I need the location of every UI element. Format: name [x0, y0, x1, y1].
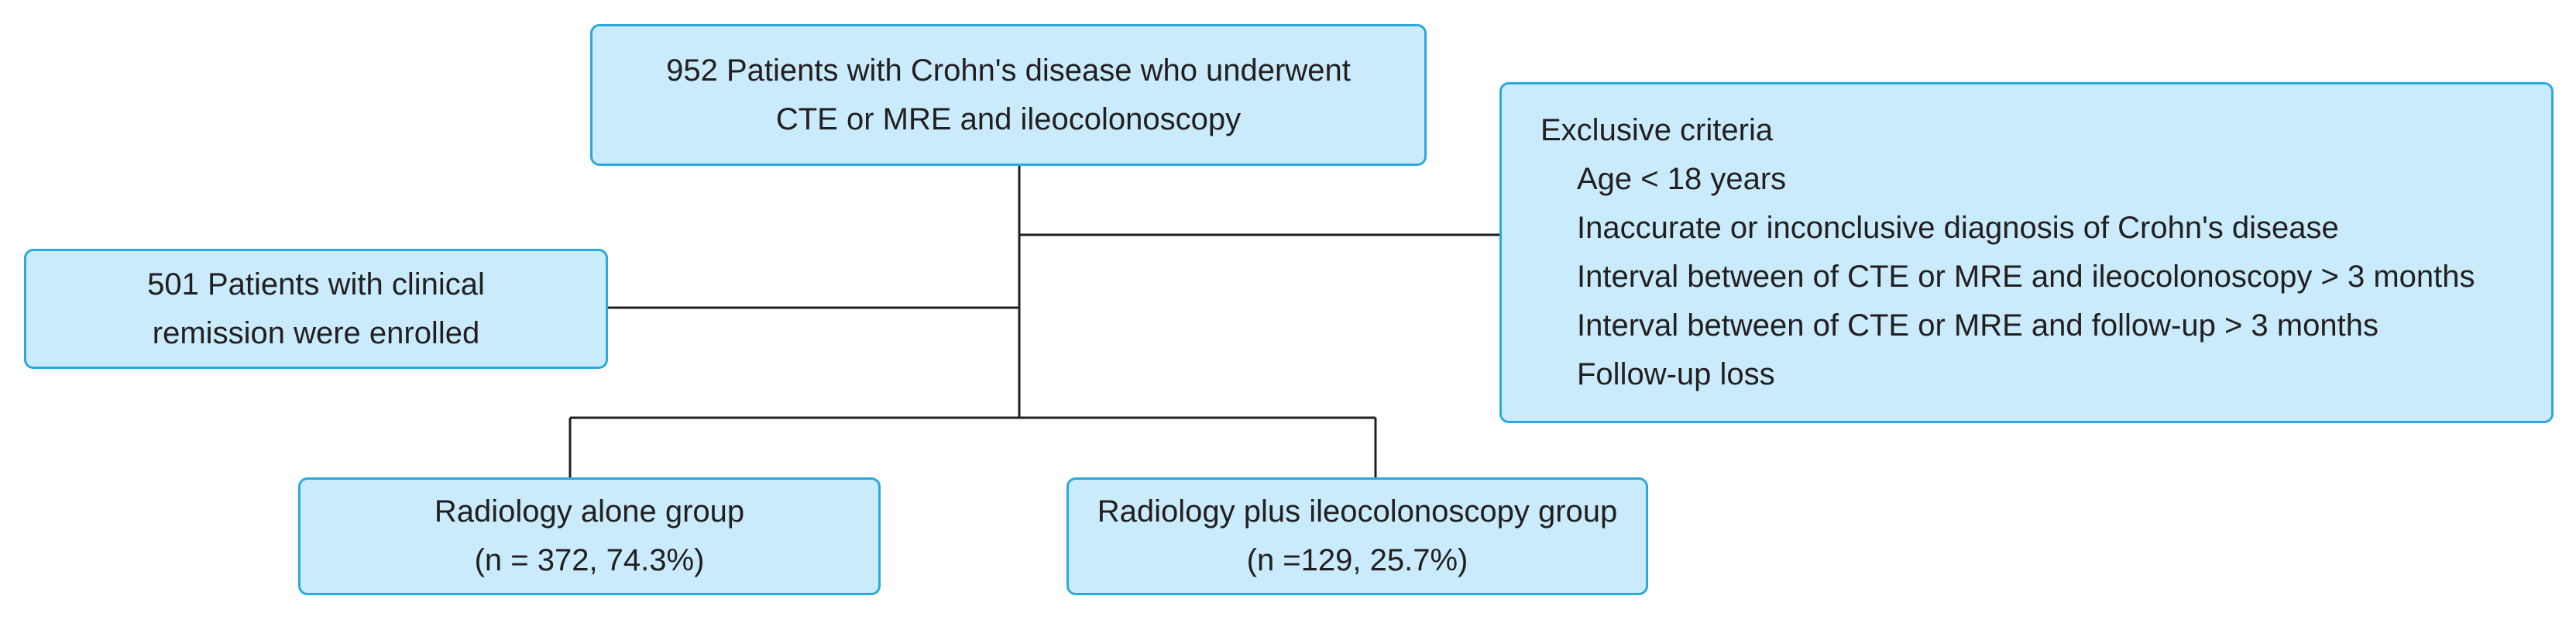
radiology-plus-count: (n =129, 25.7%) — [1246, 543, 1468, 577]
enrolled-line-2: remission were enrolled — [152, 315, 480, 350]
radiology-plus-label: Radiology plus ileocolonoscopy group — [1097, 494, 1618, 529]
exclusion-item-interval-ileocolonoscopy: Interval between of CTE or MRE and ileoc… — [1577, 260, 2475, 294]
exclusion-list: Age < 18 years Inaccurate or inconclusiv… — [1540, 155, 2551, 399]
radiology-plus-ileocolonoscopy-group-box: Radiology plus ileocolonoscopy group (n … — [1066, 477, 1648, 595]
exclusion-criteria-box: Exclusive criteria Age < 18 years Inaccu… — [1499, 82, 2554, 423]
start-line-2: CTE or MRE and ileocolonoscopy — [775, 102, 1242, 136]
radiology-alone-label: Radiology alone group — [434, 494, 745, 529]
radiology-alone-count: (n = 372, 74.3%) — [474, 543, 705, 577]
radiology-alone-group-box: Radiology alone group (n = 372, 74.3%) — [298, 477, 881, 595]
enrolled-line-1: 501 Patients with clinical — [147, 267, 485, 301]
start-patients-box: 952 Patients with Crohn's disease who un… — [590, 24, 1427, 166]
exclusion-item-interval-follow-up: Interval between of CTE or MRE and follo… — [1577, 308, 2379, 343]
enrolled-patients-box: 501 Patients with clinical remission wer… — [24, 249, 608, 369]
exclusion-title: Exclusive criteria — [1540, 113, 1774, 147]
start-line-1: 952 Patients with Crohn's disease who un… — [666, 53, 1351, 88]
exclusion-item-age: Age < 18 years — [1577, 162, 1787, 196]
exclusion-item-diagnosis: Inaccurate or inconclusive diagnosis of … — [1577, 211, 2339, 245]
exclusion-item-follow-up-loss: Follow-up loss — [1577, 357, 1775, 391]
